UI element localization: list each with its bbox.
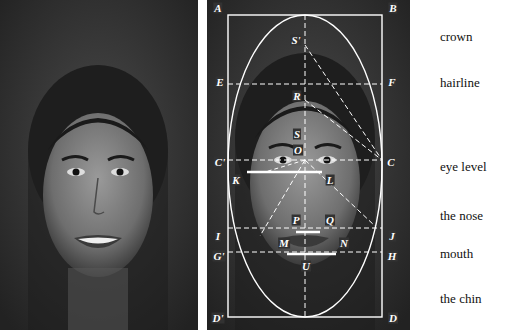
- level-label: hairline: [440, 76, 480, 89]
- proportion-lines: [305, 15, 306, 317]
- point-letter: D': [212, 313, 225, 324]
- level-label: mouth: [440, 247, 473, 260]
- point-letter: P: [292, 215, 301, 226]
- point-letter: K: [231, 175, 240, 186]
- point-letter: U: [301, 261, 311, 272]
- point-letter: S: [293, 129, 301, 140]
- face-photo: [207, 0, 410, 330]
- point-letter: B: [388, 3, 397, 14]
- face-photo: [111, 168, 129, 176]
- face-photo: [78, 238, 118, 244]
- point-letter: M: [278, 238, 290, 249]
- face-photo: [94, 178, 104, 214]
- level-label: eye level: [440, 160, 487, 173]
- point-letter: J: [388, 231, 396, 242]
- face-photo: [74, 235, 122, 248]
- proportion-lines: [305, 100, 382, 160]
- point-letter: C': [214, 157, 226, 168]
- proportion-lines: [228, 252, 382, 253]
- proportion-lines: [296, 231, 320, 234]
- point-letter: A: [213, 3, 222, 14]
- level-label: crown: [440, 30, 473, 43]
- proportion-lines: [287, 253, 336, 256]
- face-photo: [108, 157, 134, 161]
- face-photo: [68, 268, 128, 330]
- face-photo: [269, 145, 295, 149]
- face-photo: [48, 118, 148, 150]
- point-letter: N: [339, 238, 349, 249]
- point-letter: E: [215, 77, 224, 88]
- point-letter: D: [388, 313, 398, 324]
- point-letter: C: [386, 157, 395, 168]
- point-letter: L: [326, 175, 335, 186]
- point-letter: H: [387, 251, 398, 262]
- face-photo: [0, 0, 198, 330]
- proportion-lines: [247, 171, 322, 174]
- face-photo: [43, 113, 153, 277]
- level-label: the chin: [440, 292, 482, 305]
- proportion-lines: [228, 228, 382, 229]
- point-letter: R: [292, 91, 301, 102]
- point-letter: Q: [325, 215, 335, 226]
- point-letter: F: [387, 77, 396, 88]
- face-photo: [315, 145, 341, 149]
- face-photo: [73, 169, 80, 176]
- proportion-lines: [228, 84, 382, 85]
- proportion-lines: [228, 15, 382, 317]
- proportion-lines: [228, 15, 382, 317]
- face-photo: [207, 0, 410, 330]
- point-letter: I: [215, 231, 221, 242]
- face-photo: [62, 157, 88, 161]
- level-label: the nose: [440, 209, 483, 222]
- face-photo: [117, 169, 124, 176]
- proportion-lines: [305, 45, 382, 160]
- point-letter: G': [213, 251, 226, 262]
- proportion-lines: [228, 15, 382, 317]
- face-photo: [0, 0, 198, 330]
- point-letter: O: [293, 145, 303, 156]
- proportion-lines: [305, 160, 375, 226]
- proportion-lines: [265, 160, 305, 172]
- face-photo: [67, 168, 85, 176]
- point-letter: S': [290, 35, 301, 46]
